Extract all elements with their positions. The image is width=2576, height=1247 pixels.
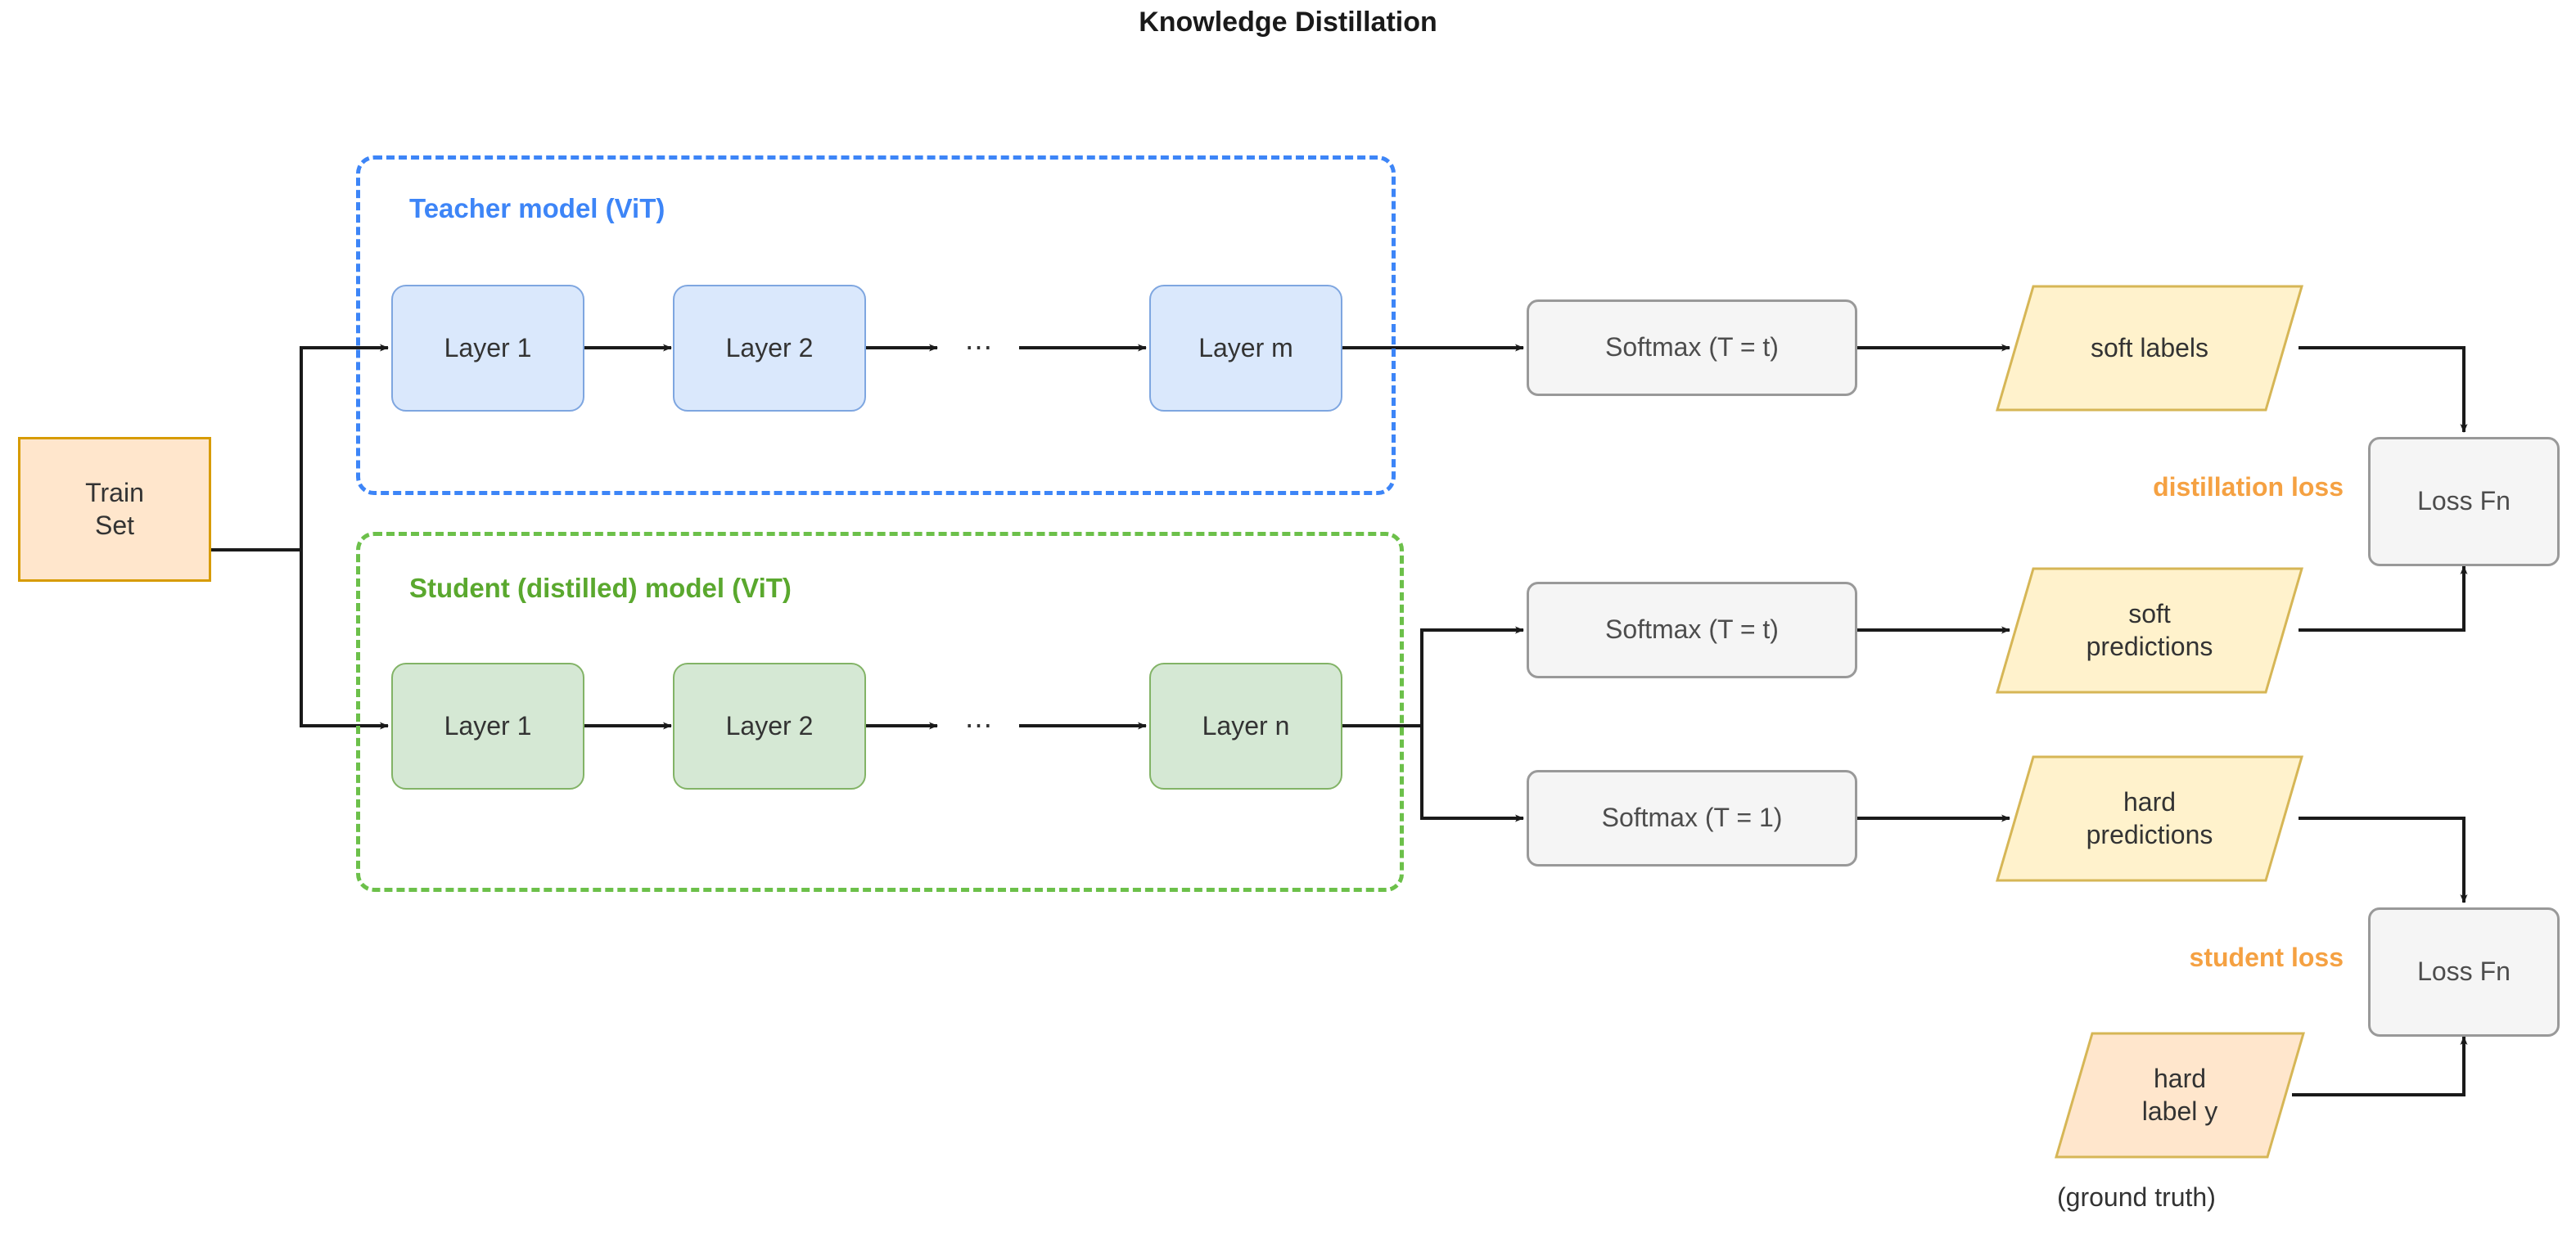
student-layer-1-label: Layer 1 — [444, 710, 532, 741]
teacher-layer-1[interactable]: Layer 1 — [391, 285, 584, 412]
hard-label-y-node[interactable]: hard label y — [2055, 1032, 2305, 1159]
train-set-node[interactable]: Train Set — [18, 437, 211, 582]
edge-student-to-softmax-t — [1420, 626, 1524, 726]
softmax-student-soft-label: Softmax (T = t) — [1605, 614, 1779, 645]
hard-label-y-text: hard label y — [2055, 1032, 2305, 1159]
teacher-layer-1-label: Layer 1 — [444, 332, 532, 362]
student-loss-label: student loss — [2189, 943, 2344, 972]
train-set-line1: Train — [85, 478, 144, 508]
loss-fn-distillation-label: Loss Fn — [2417, 486, 2511, 516]
student-model-group-label: Student (distilled) model (ViT) — [409, 573, 792, 603]
soft-labels-node[interactable]: soft labels — [1996, 285, 2303, 412]
loss-fn-student[interactable]: Loss Fn — [2368, 907, 2560, 1037]
edge-hardlabel-to-lossfn-bottom — [2292, 1036, 2468, 1096]
student-layer-n[interactable]: Layer n — [1149, 663, 1342, 790]
hard-predictions-node[interactable]: hard predictions — [1996, 755, 2303, 882]
student-layer-n-label: Layer n — [1202, 710, 1290, 741]
soft-predictions-line1: soft — [2128, 599, 2171, 629]
teacher-layer-m-label: Layer m — [1198, 332, 1293, 362]
edge-softpred-to-lossfn-top — [2299, 565, 2468, 632]
teacher-model-group — [356, 155, 1396, 495]
loss-fn-student-label: Loss Fn — [2417, 957, 2511, 987]
student-layers-ellipsis: ⋯ — [964, 710, 995, 742]
student-layer-1[interactable]: Layer 1 — [391, 663, 584, 790]
hard-predictions-label: hard predictions — [1996, 755, 2303, 882]
softmax-student-hard-label: Softmax (T = 1) — [1601, 803, 1783, 833]
softmax-student-temperature[interactable]: Softmax (T = t) — [1527, 582, 1857, 678]
train-set-line2: Set — [94, 510, 135, 540]
hard-label-y-line1: hard — [2153, 1064, 2207, 1094]
soft-labels-label: soft labels — [2090, 332, 2209, 362]
teacher-model-group-label: Teacher model (ViT) — [409, 193, 665, 223]
softmax-student-hard[interactable]: Softmax (T = 1) — [1527, 770, 1857, 867]
edge-hardpred-to-lossfn-bottom — [2299, 817, 2468, 903]
student-layer-2-label: Layer 2 — [725, 710, 814, 741]
loss-fn-distillation[interactable]: Loss Fn — [2368, 437, 2560, 566]
student-layer-2[interactable]: Layer 2 — [673, 663, 866, 790]
soft-predictions-line2: predictions — [2086, 631, 2213, 661]
hard-predictions-line2: predictions — [2086, 819, 2213, 849]
teacher-layer-2[interactable]: Layer 2 — [673, 285, 866, 412]
edge-student-to-softmax-1 — [1420, 726, 1524, 822]
softmax-teacher-label: Softmax (T = t) — [1605, 332, 1779, 362]
ground-truth-note: (ground truth) — [2057, 1182, 2216, 1212]
distillation-loss-label: distillation loss — [2153, 472, 2344, 502]
soft-predictions-label: soft predictions — [1996, 567, 2303, 694]
student-model-group — [356, 532, 1404, 892]
soft-predictions-node[interactable]: soft predictions — [1996, 567, 2303, 694]
hard-label-y-line2: label y — [2141, 1096, 2218, 1126]
page-title: Knowledge Distillation — [1139, 7, 1437, 38]
teacher-layer-m[interactable]: Layer m — [1149, 285, 1342, 412]
hard-predictions-line1: hard — [2123, 787, 2177, 817]
teacher-layer-2-label: Layer 2 — [725, 332, 814, 362]
softmax-teacher-temperature[interactable]: Softmax (T = t) — [1527, 299, 1857, 396]
edge-softlabels-to-lossfn-top — [2299, 346, 2468, 433]
teacher-layers-ellipsis: ⋯ — [964, 332, 995, 364]
